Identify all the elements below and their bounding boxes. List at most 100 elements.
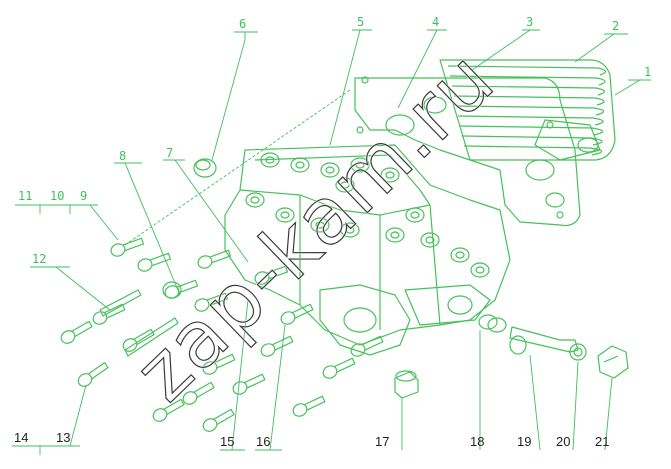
callout-20: 20 xyxy=(556,434,570,449)
bolt xyxy=(197,249,232,269)
callout-1: 1 xyxy=(644,65,651,79)
housing-boss xyxy=(245,192,265,208)
bolt xyxy=(280,303,314,325)
bolt-shank xyxy=(361,335,384,351)
bolt xyxy=(260,335,294,357)
housing-boss xyxy=(405,207,425,223)
bolt-shank xyxy=(103,303,126,319)
housing-boss-bore xyxy=(455,251,465,259)
bolt-shank xyxy=(333,357,356,373)
bolt-head xyxy=(322,365,338,379)
callout-19: 19 xyxy=(517,434,531,449)
bolt xyxy=(202,408,235,432)
housing-boss xyxy=(340,222,360,238)
bolt-head xyxy=(202,418,218,432)
oil-cooler-stack xyxy=(439,59,616,161)
bolt-head xyxy=(194,298,210,312)
housing-boss-bore xyxy=(385,171,395,179)
callout-labels: 6 5 4 3 2 1 8 7 11 10 9 12 14 13 15 16 1… xyxy=(14,15,651,449)
bolt xyxy=(322,357,356,379)
housing-boss-bore xyxy=(280,211,290,219)
bolt-head xyxy=(292,403,308,417)
bolt-head xyxy=(232,381,248,395)
housing-boss-bore xyxy=(295,161,305,169)
cooler-fin xyxy=(451,85,606,96)
cooler-fin xyxy=(447,65,607,76)
housing-boss xyxy=(470,262,490,278)
bolt-head xyxy=(110,243,126,257)
sleeve-part-18 xyxy=(478,314,507,333)
bolt-shank xyxy=(213,408,235,426)
callout-11: 11 xyxy=(18,189,32,203)
cooler-fin xyxy=(453,95,605,106)
callout-15: 15 xyxy=(220,434,234,449)
callout-12: 12 xyxy=(32,252,46,266)
callout-13: 13 xyxy=(56,430,70,445)
housing-boss xyxy=(350,157,370,173)
housing-boss-bore xyxy=(315,221,325,229)
bolt xyxy=(350,335,384,357)
bolt-head xyxy=(202,361,218,375)
housing-boss-bore xyxy=(345,226,355,234)
filter-housing xyxy=(224,144,511,356)
bolt-head xyxy=(197,255,213,269)
bolt xyxy=(137,252,172,272)
callout-16: 16 xyxy=(256,434,270,449)
cap-part-17 xyxy=(394,370,419,399)
housing-boss xyxy=(450,247,470,263)
callout-2: 2 xyxy=(612,19,619,33)
bolt-shank xyxy=(213,353,236,369)
bolt-head xyxy=(182,391,198,405)
housing-boss xyxy=(275,207,295,223)
cooler-fin xyxy=(455,105,605,116)
callout-21: 21 xyxy=(595,434,609,449)
watermark-outline: zap-kam.ru xyxy=(119,34,513,418)
bolt-head xyxy=(60,330,76,344)
bolt xyxy=(110,237,145,257)
housing-boss-bore xyxy=(390,231,400,239)
bolt-shank xyxy=(291,303,314,319)
housing-boss-bore xyxy=(250,196,260,204)
callout-3: 3 xyxy=(526,15,533,29)
long-stud xyxy=(124,317,179,357)
housing-boss xyxy=(290,157,310,173)
watermark: zap-kam.ru zap-kam.ru xyxy=(118,33,514,420)
bolt xyxy=(60,320,93,344)
bolt xyxy=(194,292,229,312)
cooler-gasket xyxy=(354,76,581,227)
housing-boss-bore xyxy=(355,161,365,169)
bolt-shank xyxy=(209,249,232,264)
callout-5: 5 xyxy=(357,15,364,29)
bolt-shank xyxy=(243,373,266,389)
callout-8: 8 xyxy=(119,149,126,163)
housing-boss-bore xyxy=(410,211,420,219)
housing-boss-bore xyxy=(325,166,335,174)
housing-boss-bore xyxy=(425,236,435,244)
long-stud xyxy=(99,289,142,317)
callout-6: 6 xyxy=(239,17,246,31)
bolt-shank xyxy=(163,398,185,416)
housing-boss-bore xyxy=(340,181,350,189)
bolt-head xyxy=(122,338,138,352)
bolt xyxy=(182,381,215,405)
bolt-head xyxy=(350,343,366,357)
bolt-head xyxy=(152,408,168,422)
callout-14: 14 xyxy=(14,430,28,445)
bolt xyxy=(77,362,109,387)
housing-boss xyxy=(310,217,330,233)
callout-18: 18 xyxy=(470,434,484,449)
callout-4: 4 xyxy=(432,15,439,29)
bolt xyxy=(254,265,289,285)
callout-7: 7 xyxy=(166,146,173,160)
cooler-fin xyxy=(459,125,604,136)
sleeve-part-12 xyxy=(162,281,182,299)
callout-10: 10 xyxy=(50,189,64,203)
bolt-head xyxy=(254,271,270,285)
housing-boss-bore xyxy=(475,266,485,274)
housing-boss-bore xyxy=(265,156,275,164)
housing-boss xyxy=(380,167,400,183)
bolt xyxy=(292,395,326,417)
bolt xyxy=(152,398,185,422)
bolt-shank xyxy=(271,335,294,351)
